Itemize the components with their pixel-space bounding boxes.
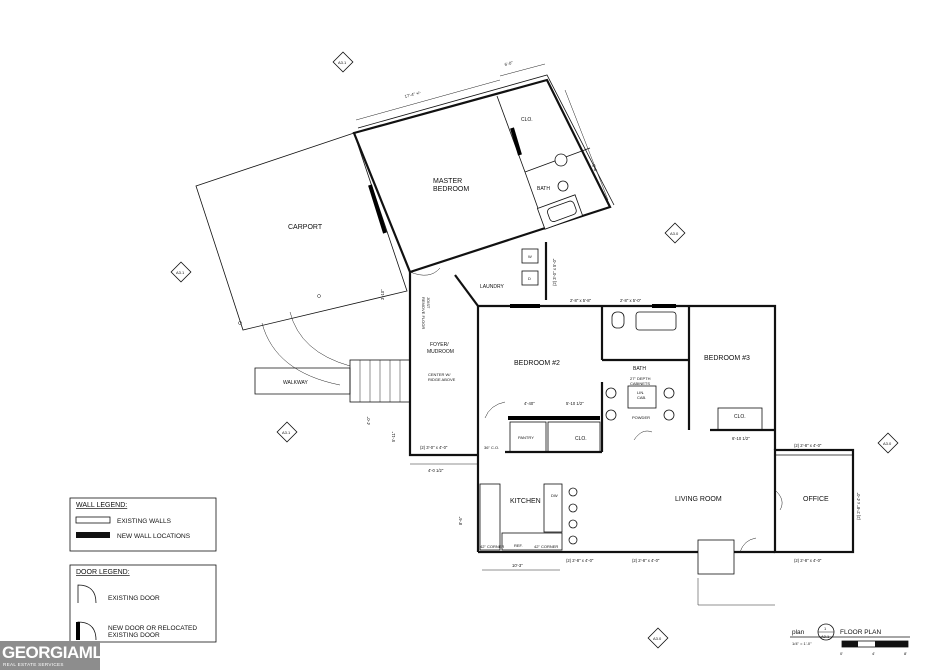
powder-label: POWDER (632, 415, 650, 420)
master-suite: MASTER BEDROOM CLO. BATH 17'-4" +/- 6'-0… (352, 60, 615, 274)
section-marker-right: A3.0 (877, 432, 899, 454)
attic-note-1: REMOVE FLOOR (421, 297, 426, 329)
carport: CARPORT (195, 132, 408, 386)
dw-label: DW (551, 493, 558, 498)
logo-subtitle: REAL ESTATE SERVICES (3, 662, 64, 667)
scale-8: 8' (904, 651, 907, 656)
title-sheet: A2.1 (821, 634, 830, 639)
dim-win-e: (2) 2'-8" x 4'-0" (856, 492, 861, 520)
wall-legend-new: NEW WALL LOCATIONS (117, 533, 191, 540)
bed3-closet-label: CLO. (734, 414, 746, 420)
svg-text:A3.0: A3.0 (883, 441, 892, 446)
dim-top-overall: 17'-4" +/- (404, 90, 422, 99)
section-marker-bottom: A3.0 (647, 627, 669, 649)
dim-bed2-mid-left: 4'-40" (524, 401, 535, 406)
corner-left-label: 42" CORNER (480, 544, 504, 549)
foyer-label-2: MUDROOM (427, 349, 454, 355)
foyer: FOYER/ MUDROOM REMOVE FLOOR JOIST CENTER… (366, 267, 479, 473)
dim-laundry-side: (2) 3'-0" x 5'-0" (552, 258, 557, 286)
walkway-label: WALKWAY (283, 380, 308, 386)
section-marker-left: A3.1 (170, 261, 192, 283)
scale-4: 4' (872, 651, 875, 656)
wall-legend-existing: EXISTING WALLS (117, 518, 172, 525)
section-marker-mid-left: A3.1 (276, 421, 298, 443)
section-marker-right-top: A3.0 (664, 222, 686, 244)
master-bedroom-label-1: MASTER (433, 178, 462, 185)
depth-cab-note-2: CABINETS (630, 381, 650, 386)
ridge-note-2: RIDGE ABOVE (428, 377, 456, 382)
dim-kitchen-bottom: 10'-3" (512, 563, 523, 568)
title-number: 1 (824, 626, 827, 631)
bedroom3-label: BEDROOM #3 (704, 355, 750, 362)
section-marker-top: A3.1 (332, 51, 354, 73)
walkway: WALKWAY (254, 359, 411, 403)
attic-note-2: JOIST (426, 297, 431, 309)
door-legend-title: DOOR LEGEND: (76, 569, 130, 576)
dim-left-a: 3'-10" (380, 289, 385, 300)
dim-kitchen-side: 8'-6" (458, 516, 463, 525)
dim-bed2-top: 2'-8" x 5'-8" (570, 298, 592, 303)
master-bedroom-label-2: BEDROOM (433, 186, 469, 193)
svg-text:A3.0: A3.0 (670, 231, 679, 236)
carport-label: CARPORT (288, 224, 323, 231)
title-name: FLOOR PLAN (840, 629, 881, 636)
dim-win-c: (2) 2'-8" x 4'-0" (794, 558, 822, 563)
corner-right-label: 42" CORNER (534, 544, 558, 549)
title-scale: 1/4" = 1'-0" (792, 641, 812, 646)
door-legend: DOOR LEGEND: EXISTING DOOR NEW DOOR OR R… (69, 564, 217, 643)
main-house: BEDROOM #2 BEDROOM #3 BATH POWDER LIN. C… (458, 298, 861, 606)
scale-0: 0' (840, 651, 843, 656)
bedroom2-label: BEDROOM #2 (514, 360, 560, 367)
dim-foyer-bottom: (2) 3'-0" x 4'-0" (420, 445, 448, 450)
logo-brand: GEORGIAMLS (2, 643, 114, 662)
lin-cab-label-2: CAB. (637, 395, 646, 400)
dim-bed2-mid-right: 5'-10 1/2" (566, 401, 584, 406)
dim-win-a: (2) 2'-8" x 4'-0" (566, 558, 594, 563)
ridge-note-1: CENTER W/ (428, 372, 451, 377)
dim-left-b: 4'-0" (366, 416, 371, 425)
wall-legend-title: WALL LEGEND: (76, 502, 127, 509)
foyer-label-1: FOYER/ (430, 342, 449, 348)
co-label: 36" C.O. (484, 445, 499, 450)
ref-label: REF. (514, 543, 523, 548)
title-plan: plan (792, 629, 805, 636)
dim-top-right: 6'-0" (504, 60, 514, 67)
dim-bed3-bottom: 6'-10 1/2" (732, 436, 750, 441)
svg-text:A3.1: A3.1 (338, 60, 347, 65)
dim-right-side: 5'-6" (591, 164, 599, 174)
laundry-label: LAUNDRY (480, 284, 504, 290)
pantry-label: PANTRY (518, 435, 534, 440)
door-legend-new-2: EXISTING DOOR (108, 632, 160, 639)
bed2-closet-label: CLO. (575, 436, 587, 442)
svg-text:A3.1: A3.1 (176, 270, 185, 275)
georgiamls-logo: GEORGIAMLS REAL ESTATE SERVICES (0, 641, 114, 670)
office-label: OFFICE (803, 496, 829, 503)
dim-win-b: (2) 2'-8" x 4'-0" (632, 558, 660, 563)
master-closet-label: CLO. (521, 117, 533, 123)
living-room-label: LIVING ROOM (675, 496, 722, 503)
dryer-label: D (528, 276, 531, 281)
dim-foyer-below: 4'-0 1/2" (428, 468, 444, 473)
depth-cab-note-1: 27" DEPTH (630, 376, 651, 381)
wall-legend: WALL LEGEND: EXISTING WALLS NEW WALL LOC… (69, 497, 217, 552)
svg-text:A3.0: A3.0 (653, 636, 662, 641)
door-legend-existing: EXISTING DOOR (108, 595, 160, 602)
washer-label: W (528, 254, 532, 259)
kitchen-label: KITCHEN (510, 498, 541, 505)
dim-left-c: 5'-11" (391, 431, 396, 442)
master-bath-label: BATH (537, 186, 550, 192)
hall-bath-label: BATH (633, 366, 646, 372)
dim-win-d: (2) 2'-8" x 4'-0" (794, 443, 822, 448)
svg-text:A3.1: A3.1 (282, 430, 291, 435)
laundry-area: W D LAUNDRY (2) 3'-0" x 5'-0" (480, 242, 557, 300)
lin-cab-label-1: LIN. (637, 390, 644, 395)
door-legend-new-1: NEW DOOR OR RELOCATED (108, 625, 197, 632)
title-block: plan 1 A2.1 FLOOR PLAN 1/4" = 1'-0" 0' 4… (790, 623, 910, 656)
dim-bath-top: 2'-8" x 5'-0" (620, 298, 642, 303)
